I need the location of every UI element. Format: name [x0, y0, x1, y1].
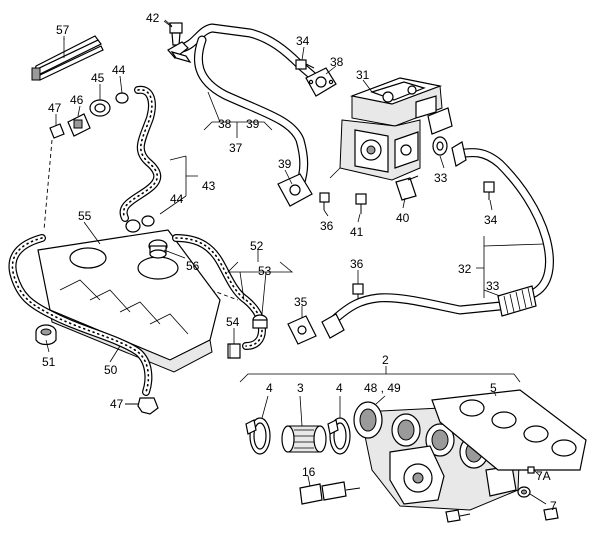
label-42: 42 — [146, 11, 160, 25]
label-54: 54 — [226, 315, 240, 329]
label-45: 45 — [91, 71, 105, 85]
part-31-egr-valve — [329, 77, 453, 181]
part-56-valve — [148, 239, 168, 259]
label-7: 7 — [550, 499, 557, 513]
label-36-lower: 36 — [350, 257, 364, 271]
part-labels: 57 42 34 38 31 45 44 47 46 38 39 37 39 4… — [42, 11, 557, 513]
part-54-clip — [227, 343, 241, 359]
label-40: 40 — [396, 211, 410, 225]
part-4-clamp-right — [327, 417, 351, 455]
label-47-lower: 47 — [110, 397, 124, 411]
label-44-lower: 44 — [170, 192, 184, 206]
part-46-pressure-sensor — [67, 113, 91, 137]
part-34-bolt-right — [483, 181, 495, 200]
part-32-egr-pipe-lower — [321, 285, 537, 339]
label-53: 53 — [258, 264, 272, 278]
leader-lines — [45, 19, 547, 505]
part-egr-cooler-pipe — [451, 141, 554, 305]
part-55-engine-cover — [37, 229, 221, 373]
part-4-clamp-left — [245, 417, 271, 455]
part-47-cap-lower — [125, 397, 159, 415]
part-37-egr-pipe-upper — [167, 23, 327, 190]
label-47-top: 47 — [48, 101, 62, 115]
label-33-right: 33 — [434, 171, 448, 185]
label-36-upper: 36 — [320, 219, 334, 233]
part-44-clamp-upper — [115, 92, 129, 104]
label-43: 43 — [202, 179, 216, 193]
label-3: 3 — [297, 381, 304, 395]
part-35-gasket — [287, 315, 317, 345]
label-57: 57 — [56, 23, 70, 37]
label-4-left: 4 — [266, 381, 273, 395]
group-brackets — [159, 91, 545, 383]
part-7-nut — [517, 486, 531, 498]
part-40-bolt — [395, 175, 419, 201]
label-7A: 7A — [536, 469, 551, 483]
part-36-bolt-upper — [319, 192, 330, 210]
label-52: 52 — [250, 239, 264, 253]
part-38-gasket-upper — [305, 67, 337, 97]
part-5-gasket — [431, 389, 587, 471]
label-38-top: 38 — [330, 55, 344, 69]
part-50-hose — [8, 234, 153, 396]
part-57-cable-ties — [31, 35, 104, 81]
label-34-top: 34 — [296, 34, 310, 48]
label-4-right: 4 — [336, 381, 343, 395]
label-44-top: 44 — [112, 63, 126, 77]
label-39-lower: 39 — [278, 157, 292, 171]
part-bolt-bottom-left — [445, 509, 471, 523]
part-16-sensor — [299, 481, 361, 505]
label-55: 55 — [78, 209, 92, 223]
part-39-gasket-lower — [277, 173, 313, 207]
label-31: 31 — [356, 68, 370, 82]
label-41: 41 — [350, 225, 364, 239]
label-46: 46 — [70, 93, 84, 107]
label-32: 32 — [458, 262, 472, 276]
part-45-nipple — [89, 99, 111, 117]
part-41-bolt — [355, 193, 367, 214]
part-53-connector — [252, 314, 268, 329]
part-3-sleeve — [281, 425, 327, 453]
label-16: 16 — [302, 465, 316, 479]
label-37: 37 — [229, 141, 243, 155]
label-39-group: 39 — [246, 117, 260, 131]
label-5: 5 — [490, 381, 497, 395]
part-34-bolt-upper — [295, 59, 315, 70]
part-47-cap-upper — [49, 123, 65, 139]
part-33-gasket-right — [432, 136, 448, 156]
label-2: 2 — [382, 353, 389, 367]
label-33-lower: 33 — [486, 279, 500, 293]
label-34-right: 34 — [484, 213, 498, 227]
label-56: 56 — [186, 259, 200, 273]
part-44-clamp-lower — [141, 215, 155, 227]
label-48-49: 48 , 49 — [364, 381, 401, 395]
part-42-bolt — [163, 20, 183, 46]
label-38-group: 38 — [218, 117, 232, 131]
label-35: 35 — [294, 295, 308, 309]
part-43-hose — [119, 85, 162, 233]
part-52-hose — [172, 234, 266, 350]
part-bolt-bottom-right — [543, 507, 559, 521]
part-51-grommet — [35, 324, 57, 346]
label-50: 50 — [104, 363, 118, 377]
label-51: 51 — [42, 355, 56, 369]
